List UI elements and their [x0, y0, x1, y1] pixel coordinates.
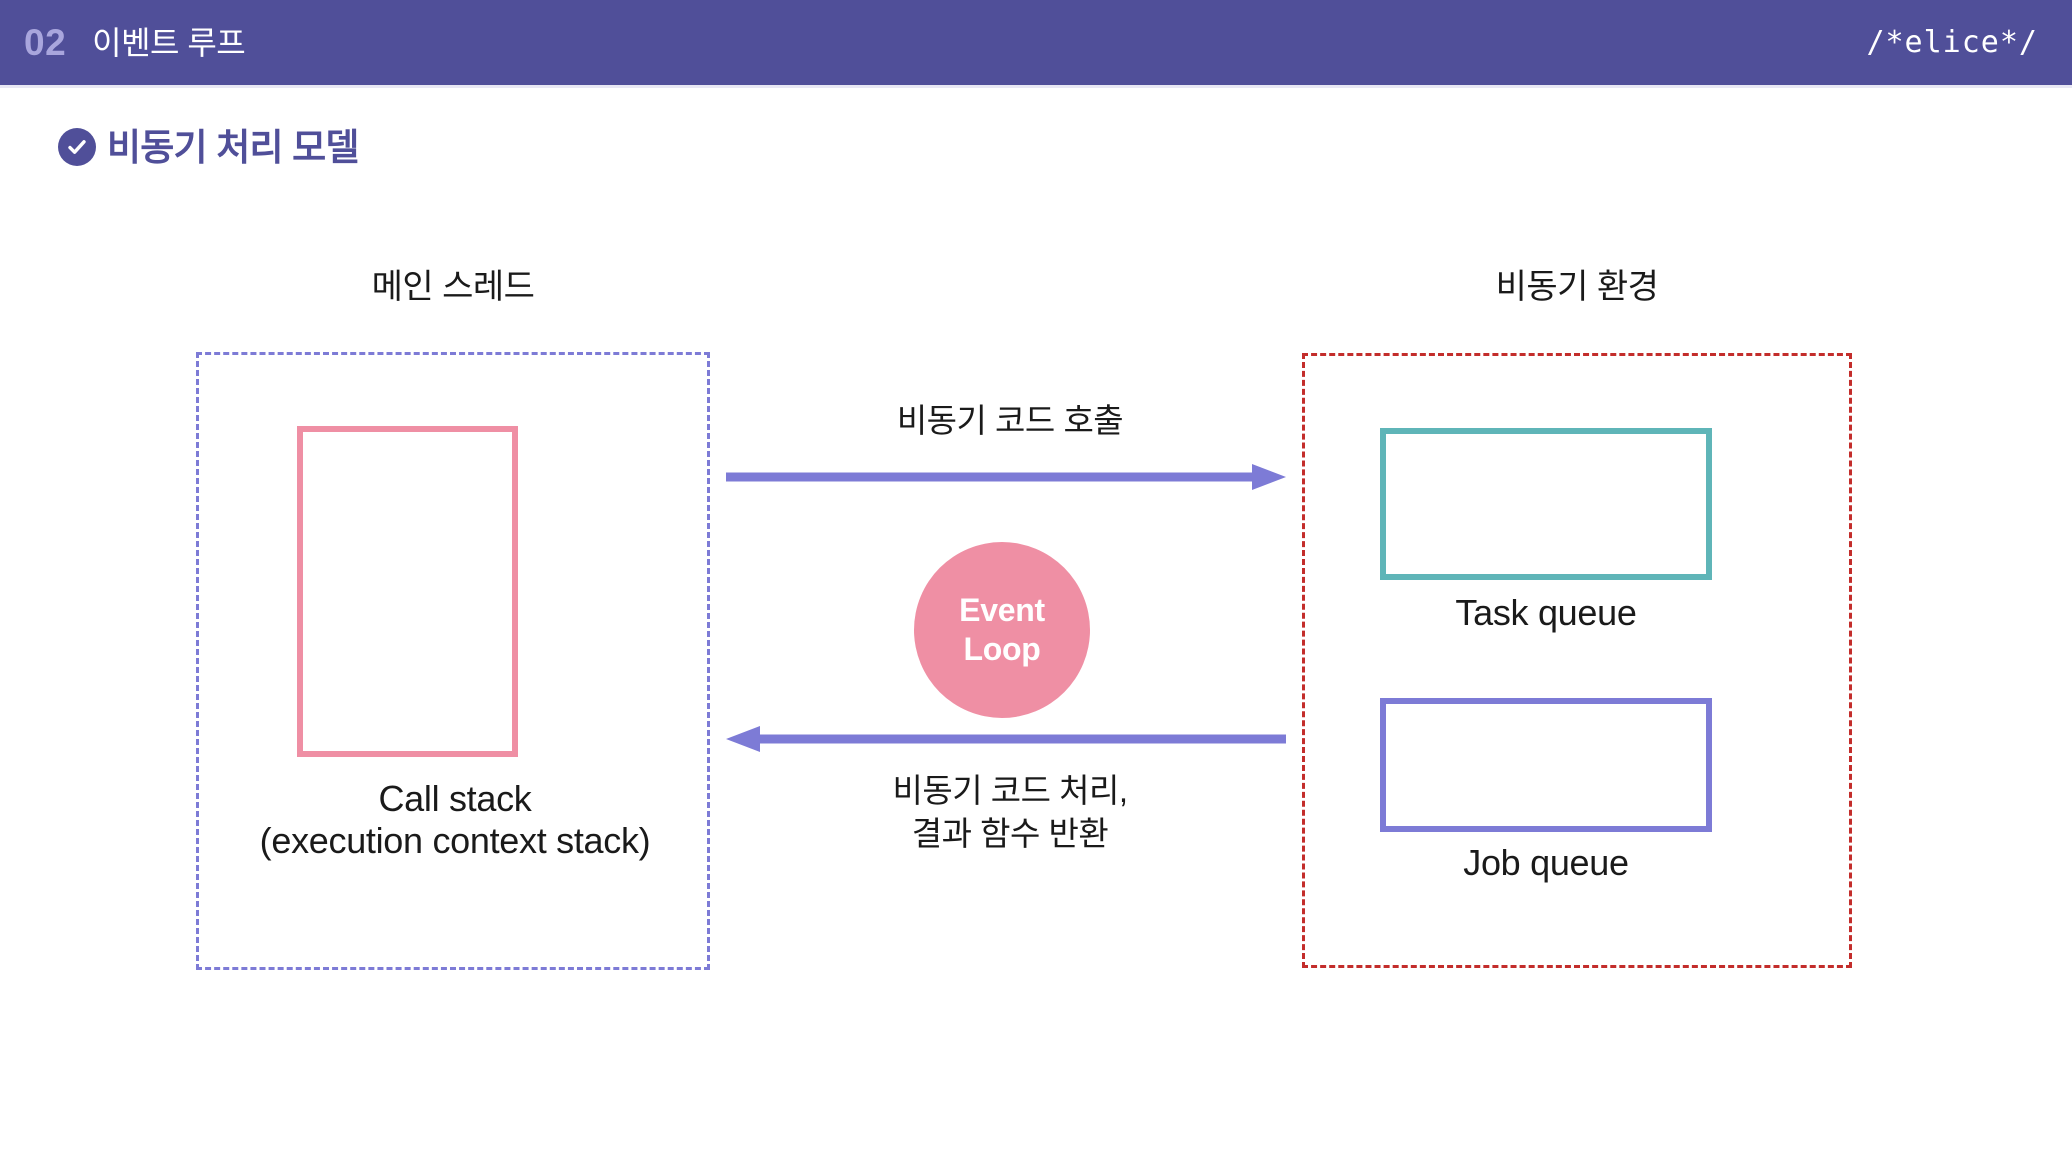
- slide-header: 02 이벤트 루프 /*elice*/: [0, 0, 2072, 85]
- arrow-back-label: 비동기 코드 처리, 결과 함수 반환: [730, 770, 1290, 856]
- arrow-back-label-line2: 결과 함수 반환: [911, 814, 1109, 852]
- task-queue-caption: Task queue: [1455, 592, 1637, 633]
- main-thread-label: 메인 스레드: [371, 268, 535, 306]
- async-env-zone: [1302, 353, 1852, 968]
- task-queue-box: [1380, 428, 1712, 580]
- arrow-back-label-line1: 비동기 코드 처리,: [892, 772, 1128, 809]
- section-title: 비동기 처리 모델: [107, 126, 359, 168]
- call-stack-box: [297, 426, 518, 757]
- call-stack-caption-line1: Call stack: [378, 778, 532, 819]
- elice-logo: /*elice*/: [1866, 24, 2038, 60]
- job-queue-caption: Job queue: [1463, 842, 1629, 883]
- job-queue-box: [1380, 698, 1712, 832]
- call-stack-caption-line2: (execution context stack): [259, 820, 651, 862]
- check-circle-icon: [58, 128, 96, 166]
- arrow-async-call-icon: [726, 464, 1286, 490]
- slide-number: 02: [24, 22, 67, 63]
- event-loop-line1: Event: [959, 591, 1045, 628]
- arrow-async-return-icon: [726, 726, 1286, 752]
- arrow-forward-label: 비동기 코드 호출: [896, 402, 1124, 439]
- main-thread-zone: [196, 352, 710, 970]
- event-loop-line2: Loop: [963, 631, 1041, 667]
- event-loop-text: Event Loop: [959, 591, 1045, 669]
- event-loop-node: Event Loop: [914, 542, 1090, 718]
- section-heading: 비동기 처리 모델: [58, 128, 359, 166]
- call-stack-caption: Call stack (execution context stack): [170, 778, 740, 863]
- header-underline: [0, 85, 2072, 88]
- async-env-label: 비동기 환경: [1495, 268, 1659, 306]
- slide-title: 이벤트 루프: [92, 24, 246, 61]
